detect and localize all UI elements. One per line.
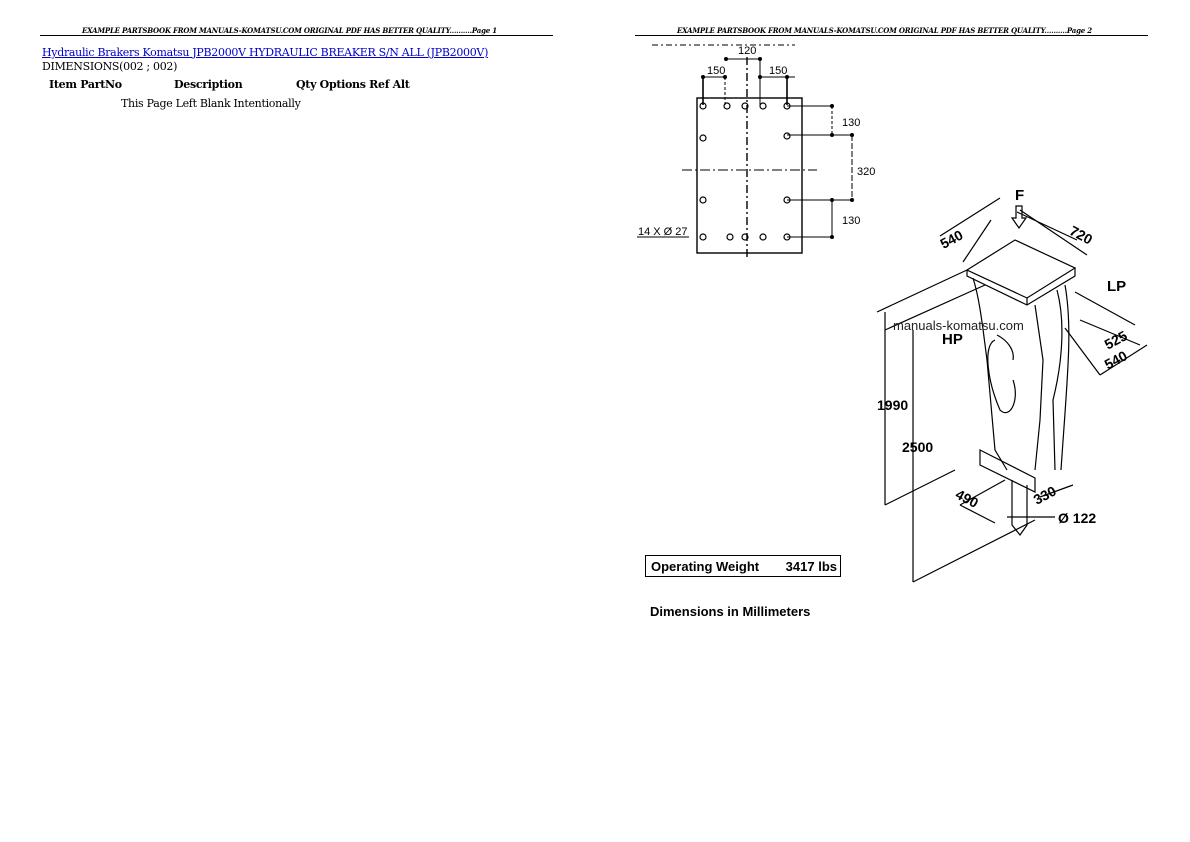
dim-130-bottom: 130: [842, 215, 860, 227]
dim-540-top: 540: [937, 227, 965, 252]
watermark: manuals-komatsu.com: [893, 318, 1024, 333]
breadcrumb-link-category[interactable]: Hydraulic Brakers Komatsu: [42, 46, 190, 59]
column-header-description: Description: [174, 78, 243, 91]
breadcrumb-link-model[interactable]: JPB2000V HYDRAULIC BREAKER S/N ALL (JPB2…: [192, 46, 489, 59]
dim-2500: 2500: [902, 439, 933, 455]
hp-label: HP: [942, 331, 963, 348]
dim-490: 490: [953, 486, 981, 511]
dim-150-left: 150: [707, 65, 725, 77]
dim-320: 320: [857, 166, 875, 178]
dim-1990: 1990: [877, 397, 908, 413]
operating-weight-label: Operating Weight: [651, 559, 760, 574]
dim-130-top: 130: [842, 117, 860, 129]
dim-150-right: 150: [769, 65, 787, 77]
holes-label: 14 X Ø 27: [638, 226, 688, 238]
operating-weight-box: Operating Weight 3417 lbs: [645, 555, 841, 577]
header-divider: [635, 35, 1148, 36]
lp-label: LP: [1107, 278, 1126, 295]
page-1: EXAMPLE PARTSBOOK FROM MANUALS-KOMATSU.C…: [40, 26, 553, 110]
blank-page-note: This Page Left Blank Intentionally: [121, 97, 301, 110]
tool-diameter: Ø 122: [1058, 510, 1096, 526]
section-title: DIMENSIONS(002 ; 002): [42, 60, 178, 73]
page-header: EXAMPLE PARTSBOOK FROM MANUALS-KOMATSU.C…: [82, 26, 497, 35]
header-divider: [40, 35, 553, 36]
column-header-item-partno: Item PartNo: [49, 78, 122, 91]
column-header-qty-options: Qty Options Ref Alt: [296, 78, 410, 91]
page-header: EXAMPLE PARTSBOOK FROM MANUALS-KOMATSU.C…: [677, 26, 1092, 35]
force-label: F: [1015, 187, 1024, 204]
page-2: EXAMPLE PARTSBOOK FROM MANUALS-KOMATSU.C…: [595, 0, 1190, 842]
dimensions-caption: Dimensions in Millimeters: [650, 604, 811, 616]
operating-weight-value: 3417 lbs: [785, 559, 837, 574]
breadcrumb: Hydraulic Brakers Komatsu JPB2000V HYDRA…: [42, 46, 488, 59]
breaker-dimension-drawing: 120 150 150 130 320 130 14 X Ø 27: [637, 44, 1148, 583]
dim-120: 120: [738, 45, 756, 57]
dim-540-side: 540: [1102, 347, 1130, 372]
